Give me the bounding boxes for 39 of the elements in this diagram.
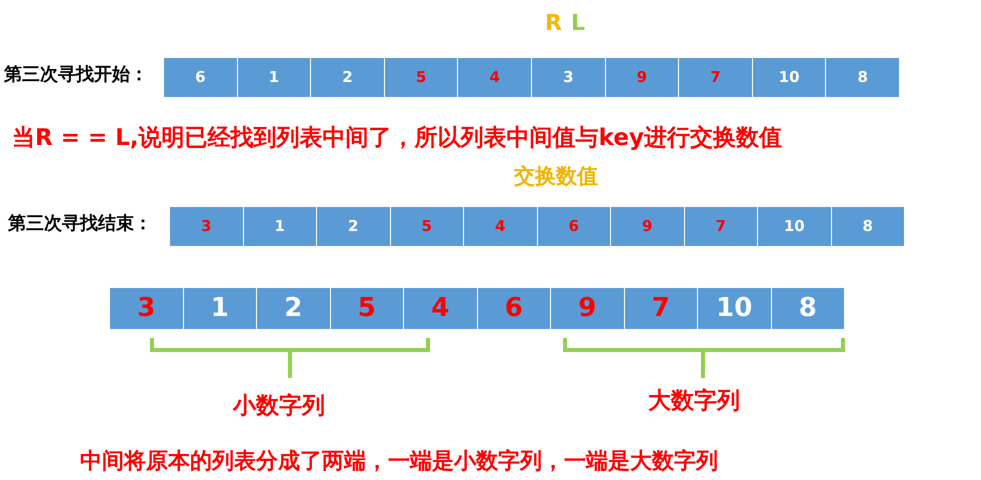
array-cell: 5 bbox=[390, 207, 464, 246]
array-cell: 10 bbox=[758, 207, 832, 246]
array-cell: 2 bbox=[257, 288, 330, 329]
array-cell: 8 bbox=[832, 207, 905, 246]
array-cell: 7 bbox=[624, 288, 698, 329]
note-text: 当R = = L,说明已经找到列表中间了，所以列表中间值与key进行交换数值 bbox=[12, 124, 782, 153]
array-cell: 6 bbox=[164, 58, 238, 97]
note-text: 中间将原本的列表分成了两端，一端是小数字列，一端是大数字列 bbox=[80, 448, 718, 476]
array-cell: 6 bbox=[538, 207, 611, 246]
array-cell: 9 bbox=[551, 288, 624, 329]
array-cell: 1 bbox=[238, 58, 312, 97]
array-cell: 3 bbox=[110, 288, 184, 329]
array-cell: 10 bbox=[698, 288, 772, 329]
array-cell: 9 bbox=[606, 58, 680, 97]
group-label: 小数字列 bbox=[233, 392, 325, 421]
array-cell: 4 bbox=[404, 288, 478, 329]
array-cell: 3 bbox=[532, 58, 606, 97]
array-cell: 4 bbox=[464, 207, 538, 246]
array-cell: 10 bbox=[752, 58, 826, 97]
row-heading: 第三次寻找开始： bbox=[4, 64, 148, 86]
array-cell: 3 bbox=[170, 207, 244, 246]
array-cell: 2 bbox=[311, 58, 385, 97]
row-heading: 第三次寻找结束： bbox=[8, 213, 152, 236]
note-text: 交换数值 bbox=[514, 163, 598, 190]
array-cell: 8 bbox=[826, 58, 900, 97]
array-cell: 9 bbox=[611, 207, 684, 246]
array-cell: 8 bbox=[772, 288, 845, 329]
pointer-label: R bbox=[545, 10, 562, 38]
array-cell: 2 bbox=[317, 207, 390, 246]
array-cell: 5 bbox=[330, 288, 404, 329]
array-cell: 1 bbox=[244, 207, 317, 246]
pointer-label: L bbox=[571, 10, 586, 38]
array-cell: 4 bbox=[458, 58, 532, 97]
array-cell: 6 bbox=[478, 288, 551, 329]
group-label: 大数字列 bbox=[648, 387, 740, 416]
array-cell: 5 bbox=[384, 58, 458, 97]
array-cell: 7 bbox=[684, 207, 758, 246]
array-cell: 1 bbox=[184, 288, 257, 329]
array-cell: 7 bbox=[679, 58, 753, 97]
